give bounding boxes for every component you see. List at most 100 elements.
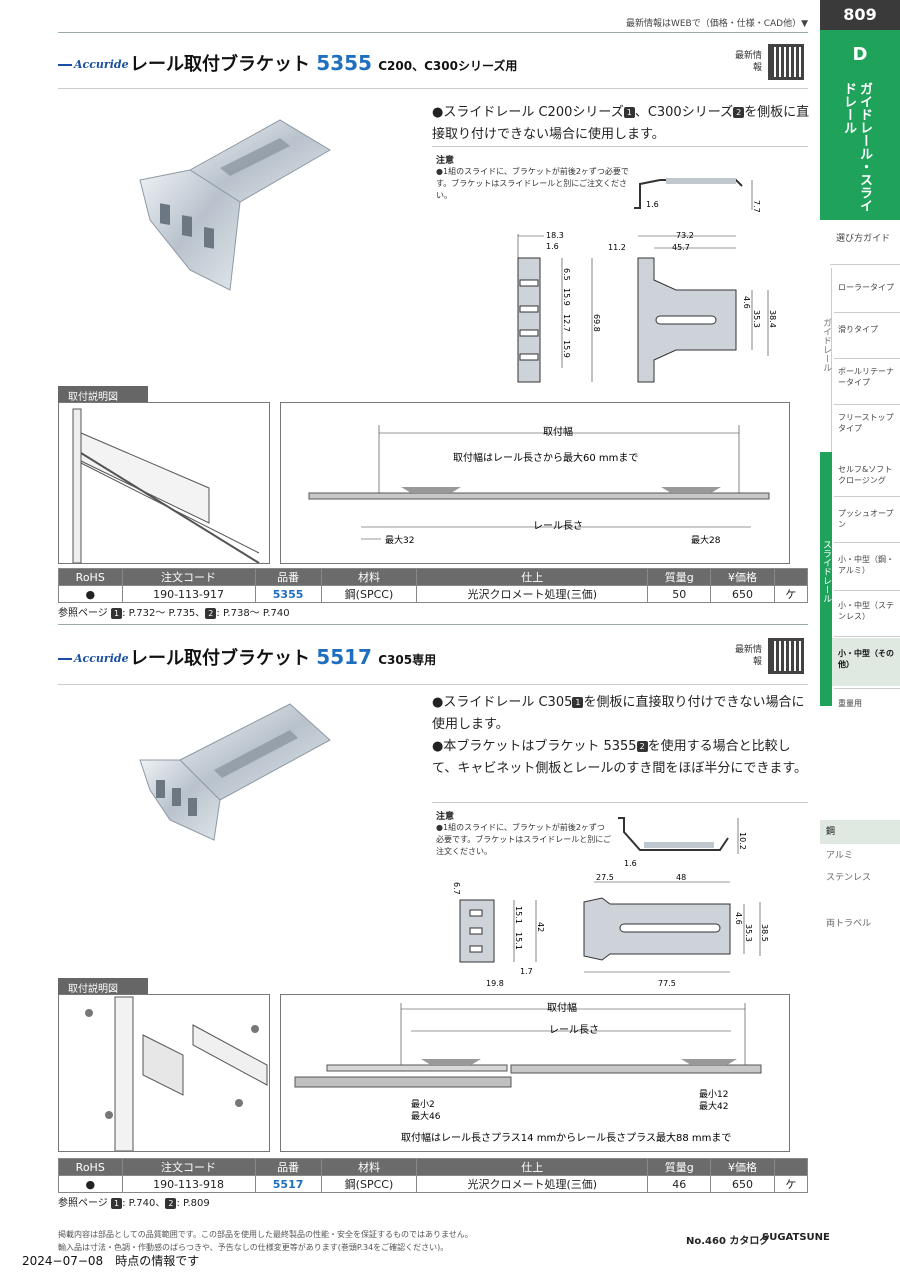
ref-pages-1[interactable]: : P.740、 (122, 1198, 166, 1209)
td-mass: 50 (647, 585, 712, 603)
install-width-label: 取付幅 (543, 425, 573, 438)
bullet-part: を使用する場合と比較して、キャビネット側板とレールのすき間をほぼ半分にできます。 (432, 739, 808, 776)
material-aluminum[interactable]: アルミ (826, 851, 853, 861)
dim-label: 38.5 (760, 924, 769, 942)
sidebar-item-heavy[interactable]: 重量用 (838, 699, 862, 708)
ref-badge-1: 1 (111, 607, 123, 619)
table-header: RoHS 注文コード 品番 材料 仕上 質量g ¥価格 (58, 1158, 809, 1176)
section-letter: D (852, 44, 868, 65)
qr-code-icon[interactable] (768, 638, 804, 674)
td-price: 650 (710, 1175, 775, 1193)
install-diagram-label: 取付説明図 (58, 978, 148, 997)
install-width-label: 取付幅 (547, 1001, 577, 1014)
section-title: ガイドレール・スライドレール (841, 82, 872, 212)
install-max-right: 最大28 (691, 534, 721, 546)
bullet-part: を側板に直接取り付けできない場合に使用します。 (432, 695, 805, 732)
side-drawing: 6.7 15.1 15.1 42 1.7 19.8 (452, 882, 545, 988)
dim-label: 1.6 (546, 242, 559, 251)
th-part: 品番 (254, 568, 322, 586)
dim-label: 35.3 (752, 310, 761, 328)
td-part-link[interactable]: 5355 (254, 585, 322, 603)
sidebar-item-small-stainless[interactable]: 小・中型（ステンレス） (838, 601, 894, 621)
ref-pages-2[interactable]: : P.738～ P.740 (216, 608, 290, 619)
dim-label: 27.5 (596, 873, 614, 882)
divider (432, 802, 808, 803)
maker-logo: SUGATSUNE (762, 1232, 830, 1243)
product-title-text: レール取付ブラケット (130, 648, 310, 669)
td-material: 鋼(SPCC) (320, 585, 418, 603)
td-unit: ケ (773, 585, 809, 603)
sidebar-group1-label: ガイドレール (821, 318, 831, 372)
install-dimensions: 取付幅 取付幅はレール長さから最大60 mmまで レール長さ 最大32 最大28 (280, 402, 790, 564)
product-title: レール取付ブラケット 5355 C200、C300シリーズ用 (130, 50, 517, 76)
th-rohs: RoHS (58, 1158, 123, 1176)
section-rule (58, 88, 808, 89)
bullet-part: ●本ブラケットはブラケット 5355 (432, 739, 637, 754)
install-max-right: 最大42 (699, 1100, 728, 1112)
sidebar-group1-bar (820, 268, 832, 452)
bullet-part: ●スライドレール C305 (432, 695, 573, 710)
material-steel[interactable]: 鋼 (820, 820, 900, 844)
td-unit: ケ (773, 1175, 809, 1193)
th-finish: 仕上 (416, 1158, 649, 1176)
td-price: 650 (710, 585, 775, 603)
reference-pages: 参照ページ 1: P.732～ P.735、2: P.738～ P.740 (58, 604, 290, 619)
sidebar-divider (834, 542, 900, 543)
ref-badge-2: 2 (205, 607, 217, 619)
brand-logo: Accuride (58, 58, 129, 71)
sidebar-item-freestop[interactable]: フリーストップタイプ (838, 413, 894, 433)
sidebar-item-softclose[interactable]: セルフ&ソフトクロージング (838, 465, 893, 485)
install-rail-length: レール長さ (533, 520, 583, 532)
install-rail-length: レール長さ (549, 1024, 599, 1036)
sidebar-item-roller[interactable]: ローラータイプ (838, 283, 894, 292)
dim-label: 10.2 (738, 832, 747, 850)
note-text: ●1組のスライドに、ブラケットが前後2ヶずつ必要です。ブラケットはスライドレール… (436, 167, 629, 200)
sidebar-item-pushopen[interactable]: プッシュオープン (838, 509, 894, 529)
dim-label: 73.2 (676, 231, 694, 240)
note-title: 注意 (436, 812, 455, 822)
sidebar-active-bg (832, 638, 900, 686)
spec-table: RoHS 注文コード 品番 材料 仕上 質量g ¥価格 ● 190-113-91… (58, 568, 809, 603)
sidebar-item-guide[interactable]: 選び方ガイド (836, 234, 891, 244)
install-max-left: 最大32 (385, 534, 414, 546)
th-part: 品番 (254, 1158, 322, 1176)
th-material: 材料 (320, 1158, 418, 1176)
table-header: RoHS 注文コード 品番 材料 仕上 質量g ¥価格 (58, 568, 809, 586)
product-photo-5517 (139, 703, 331, 841)
sidebar-item-ball[interactable]: ボールリテーナータイプ (838, 367, 894, 387)
ref-pages-2[interactable]: : P.809 (176, 1198, 210, 1209)
dim-label: 15.1 (514, 932, 523, 950)
ref-pages-1[interactable]: : P.732～ P.735、 (122, 608, 206, 619)
sidebar-group2-label: スライドレール (821, 540, 831, 603)
section-tab[interactable]: D ガイドレール・スライドレール (820, 30, 900, 220)
td-part-link[interactable]: 5517 (254, 1175, 322, 1193)
bullet-part: 、C300シリーズ (634, 105, 734, 120)
install-dimensions: 取付幅 レール長さ 最小2 最大46 最小12 最大42 取付幅はレール長さプラ… (280, 994, 790, 1152)
th-code: 注文コード (121, 1158, 256, 1176)
install-diagram-label: 取付説明図 (58, 386, 148, 405)
brand-logo: Accuride (58, 652, 129, 665)
install-illustration (58, 994, 270, 1152)
web-info-note: 最新情報はWEBで（価格・仕様・CAD他）▼ (625, 19, 808, 29)
sidebar-item-small-other[interactable]: 小・中型（その他） (838, 649, 894, 669)
footer-disclaimer-2: 輸入品は寸法・色調・作動感のばらつきや、予告なしの仕様変更等があります(巻頭P.… (58, 1243, 449, 1252)
material-stainless[interactable]: ステンレス (826, 873, 872, 883)
sidebar-item-small-steel[interactable]: 小・中型（鋼・アルミ） (838, 555, 894, 575)
catalog-number: No.460 カタログ (686, 1236, 770, 1247)
dim-label: 4.6 (742, 296, 751, 309)
dim-label: 42 (536, 922, 545, 932)
material-double-travel[interactable]: 両トラベル (826, 919, 872, 929)
td-rohs: ● (58, 585, 123, 603)
sidebar-divider (834, 688, 900, 689)
section-rule (58, 624, 808, 625)
reference-pages: 参照ページ 1: P.740、2: P.809 (58, 1194, 210, 1209)
sidebar-item-slide[interactable]: 滑りタイプ (838, 325, 878, 334)
th-price: ¥価格 (710, 1158, 775, 1176)
qr-code-icon[interactable] (768, 44, 804, 80)
front-drawing: 27.5 48 4.6 35.3 38.5 77.5 (583, 873, 769, 988)
qr-label: 最新情報 (734, 51, 762, 73)
ref-badge-1: 1 (572, 697, 584, 708)
dim-label: 12.7 (562, 314, 571, 332)
ref-badge-1: 1 (623, 107, 635, 118)
